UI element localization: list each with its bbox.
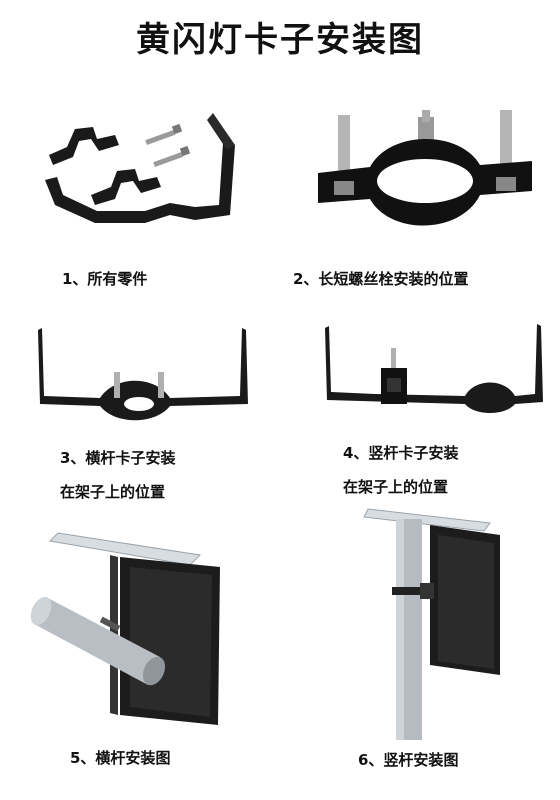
vertical-pole-installation-illustration (363, 508, 500, 740)
caption-step-3-line-1: 3、横杆卡子安装 (60, 449, 176, 467)
caption-step-6: 6、竖杆安装图 (358, 751, 459, 769)
caption-step-2: 2、长短螺丝栓安装的位置 (293, 270, 469, 288)
caption-step-5: 5、横杆安装图 (70, 749, 171, 767)
page-title: 黄闪灯卡子安装图 (136, 20, 424, 60)
horizontal-clamp-bracket-illustration (38, 328, 248, 421)
clamp-bolts-illustration (318, 110, 532, 226)
caption-step-3-line-2: 在架子上的位置 (60, 483, 166, 501)
caption-step-1: 1、所有零件 (62, 270, 148, 288)
vertical-clamp-bracket-illustration (325, 324, 543, 413)
caption-step-4-line-1: 4、竖杆卡子安装 (343, 444, 459, 462)
horizontal-pole-installation-illustration (30, 532, 220, 725)
caption-step-4-line-2: 在架子上的位置 (343, 478, 449, 496)
parts-illustration (45, 113, 235, 223)
